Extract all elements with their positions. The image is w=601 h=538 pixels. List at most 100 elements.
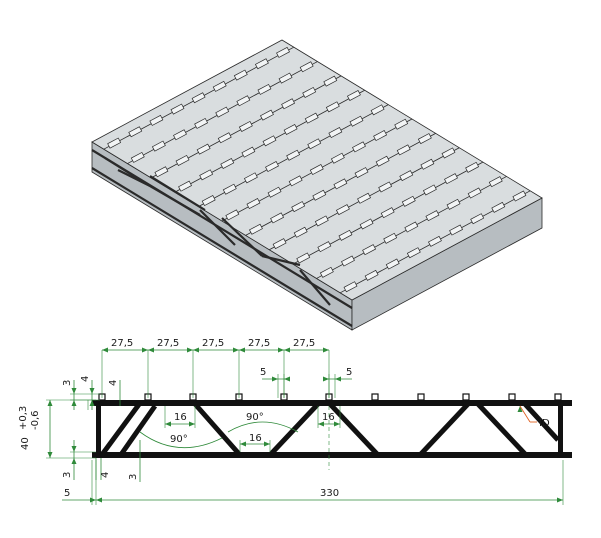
angle-label-a: 90° (170, 434, 188, 445)
iso-rib-block (296, 252, 311, 264)
isometric-ribs (103, 46, 531, 294)
arrowhead (323, 376, 329, 382)
iso-rib-block (378, 181, 393, 193)
iso-rib-block (217, 132, 232, 144)
iso-rib-block (243, 172, 258, 184)
iso-rib-block (333, 178, 348, 190)
bottom-left-3-label: 3 (62, 472, 73, 478)
iso-rib-block (128, 126, 143, 138)
total-length-label: 330 (320, 488, 339, 499)
iso-rib-block (370, 104, 385, 116)
iso-rib-block (254, 58, 269, 70)
iso-rib-block (278, 72, 293, 84)
arrowhead (96, 497, 102, 503)
iso-rib-block (343, 281, 358, 293)
iso-rib-block (396, 144, 411, 156)
iso-rib-block (362, 244, 377, 256)
iso-rib-block (352, 141, 366, 153)
arrowhead (148, 347, 154, 353)
iso-rib-block (225, 209, 240, 221)
rib-height-label-3: 3 (62, 380, 73, 386)
bottom-4-label: 4 (100, 472, 111, 478)
section-view: 27,5 27,5 27,5 27,5 27,5 5 5 3 4 4 40 +0… (18, 338, 572, 505)
iso-rib-block (309, 164, 324, 176)
iso-rib-block (446, 198, 461, 210)
iso-rib-block (283, 124, 298, 135)
iso-rib-block (107, 137, 122, 149)
section-ribs (98, 393, 562, 401)
iso-rib-block (380, 207, 395, 219)
arrowhead (102, 347, 108, 353)
iso-rib-block (444, 173, 458, 185)
arrowhead (318, 421, 324, 427)
dimension-labels: 27,5 27,5 27,5 27,5 27,5 5 5 3 4 4 40 +0… (18, 338, 550, 499)
iso-rib-block (196, 143, 211, 155)
iso-rib-block (272, 238, 287, 250)
iso-rib-block (491, 201, 506, 213)
right-end-wall (558, 400, 563, 458)
iso-rib-block (394, 118, 409, 130)
arrowhead (239, 347, 245, 353)
web-16-label-a: 16 (174, 412, 187, 423)
iso-rib-block (346, 90, 361, 101)
arrowhead (517, 406, 523, 412)
iso-rib-block (512, 190, 527, 202)
iso-rib-block (194, 117, 209, 129)
iso-rib-block (215, 106, 230, 118)
arrowhead (193, 347, 199, 353)
web-16-label-c: 16 (322, 412, 335, 423)
iso-rib-block (302, 86, 317, 98)
id-label: ID (539, 418, 550, 429)
iso-rib-block (293, 226, 308, 238)
iso-rib-block (406, 247, 421, 259)
iso-rib-block (488, 176, 503, 188)
iso-rib-block (319, 266, 334, 278)
iso-rib-block (130, 151, 145, 163)
iso-rib-block (449, 224, 464, 236)
iso-rib-block (267, 186, 282, 198)
iso-rib-block (383, 232, 398, 244)
arrowhead (47, 452, 53, 458)
gap-label-left: 5 (260, 367, 266, 378)
web-16-label-b: 16 (249, 433, 262, 444)
iso-rib-block (265, 161, 279, 173)
arrowhead (284, 347, 290, 353)
iso-rib-block (323, 75, 338, 87)
iso-rib-block (420, 158, 435, 170)
arrowhead (284, 376, 290, 382)
arrowhead (323, 347, 329, 353)
iso-rib-block (173, 129, 187, 141)
iso-rib-block (470, 213, 485, 225)
iso-rib-block (199, 169, 214, 181)
arrowhead (278, 347, 284, 353)
iso-rib-block (357, 192, 371, 204)
arrowhead (71, 400, 77, 406)
arrowhead (264, 441, 270, 447)
iso-rib-block (304, 112, 319, 124)
iso-rib-block (401, 195, 416, 207)
tolerance-lower-label: -0,6 (30, 410, 41, 430)
iso-rib-block (286, 149, 301, 161)
iso-rib-block (404, 221, 419, 233)
tolerance-upper-label: +0,3 (18, 406, 29, 430)
iso-rib-block (325, 101, 340, 113)
iso-rib-block (149, 114, 164, 126)
iso-rib-block (238, 120, 253, 132)
iso-rib-block (201, 195, 216, 207)
arrowhead (47, 400, 53, 406)
pitch-label-5: 27,5 (293, 338, 315, 349)
iso-rib-block (441, 147, 456, 159)
iso-rib-block (212, 80, 227, 92)
iso-rib-block (233, 69, 248, 81)
arrowhead (71, 446, 77, 452)
height-label: 40 (20, 437, 31, 450)
arrowhead (71, 458, 77, 464)
arrowhead (189, 421, 195, 427)
iso-rib-block (312, 189, 327, 201)
arrowhead (89, 388, 95, 394)
iso-rib-block (270, 212, 285, 224)
section-rib (554, 393, 562, 401)
iso-rib-block (422, 184, 437, 196)
iso-rib-block (338, 229, 353, 241)
